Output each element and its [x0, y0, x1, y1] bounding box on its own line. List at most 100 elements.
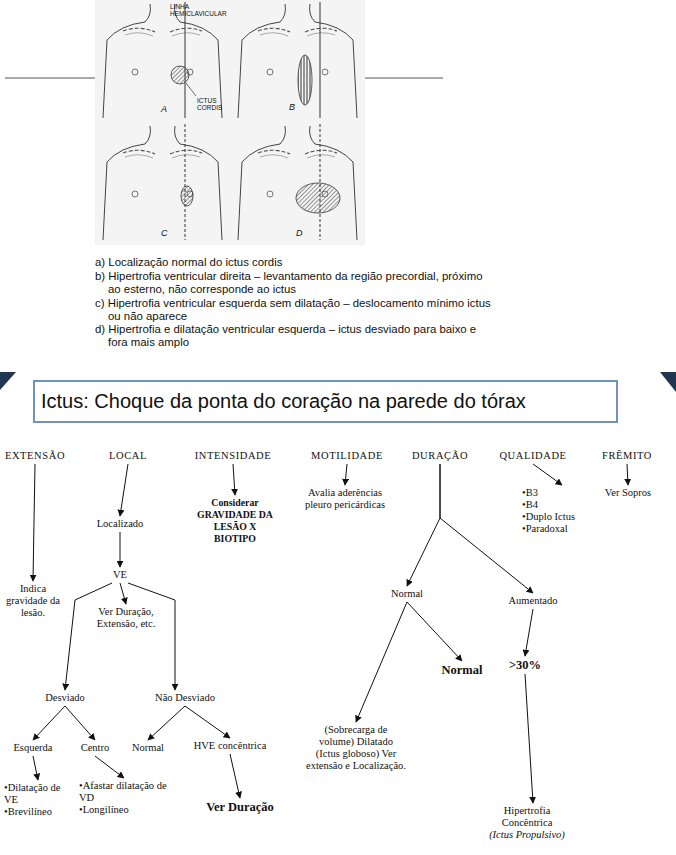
torso-b	[238, 4, 357, 118]
tree-item: HVE concêntrica	[184, 740, 276, 752]
arrow-connector	[230, 754, 240, 798]
arrow-connector	[233, 464, 235, 495]
tree-item: Não Desviado	[145, 692, 225, 704]
heading-box: Ictus: Choque da ponta do coração na par…	[33, 380, 618, 423]
ictus-spot	[298, 55, 312, 105]
ictus-spot	[296, 183, 340, 213]
tree-text: (Sobrecarga de volume) Dilatado (Ictus g…	[306, 724, 406, 772]
tree-text: Centro	[71, 742, 119, 754]
tree-text: •B4	[522, 499, 602, 511]
figure-label: LINHA HEMICLAVICULAR	[170, 3, 230, 17]
arrow-connector	[33, 464, 35, 581]
category-heading: DURAÇÃO	[405, 450, 475, 462]
arrow-connector	[65, 583, 112, 690]
tree-text: Ver Duração, Extensão, etc.	[89, 606, 163, 630]
tree-text: •B3	[522, 487, 602, 499]
panel-letter: D	[296, 228, 310, 238]
tree-text: (Ictus Propulsivo)	[482, 829, 572, 841]
tree-item: Centro	[71, 742, 119, 754]
torso-c	[103, 126, 222, 240]
arrow-connector	[95, 756, 124, 778]
ictus-spot	[171, 66, 189, 84]
tree-text: Não Desviado	[145, 692, 225, 704]
tree-text: Localizado	[85, 518, 155, 530]
arrow-connector	[120, 583, 126, 604]
hemiclavicular-line	[320, 124, 321, 240]
tree-text: Esquerda	[4, 742, 62, 754]
caption-item: b) Hipertrofia ventricular direita – lev…	[95, 270, 498, 296]
tree-text: EXTENSÃO	[0, 450, 70, 462]
tree-text: Normal	[382, 588, 432, 600]
tree-item: Desviado	[35, 692, 95, 704]
tree-item: VE	[105, 569, 135, 581]
tree-text: Avalia aderências pleuro pericárdicas	[304, 487, 386, 511]
panel-letter: C	[161, 228, 175, 238]
tree-text: •Afastar dilatação de VD	[79, 780, 169, 804]
tree-item: Avalia aderências pleuro pericárdicas	[304, 487, 386, 511]
arrow-connector	[440, 464, 533, 593]
arrow-connector	[33, 706, 65, 740]
rule	[5, 78, 95, 79]
arrow-connector	[407, 464, 440, 586]
tree-text: Desviado	[35, 692, 95, 704]
arrow-connector	[525, 609, 533, 656]
corner-mark	[0, 372, 16, 390]
tree-item: •Dilatação de VE•Brevilíneo	[4, 782, 72, 818]
hemiclavicular-line	[185, 2, 186, 118]
tree-item: Aumentado	[498, 595, 568, 607]
arrow-connector	[533, 464, 562, 485]
tree-item: Localizado	[85, 518, 155, 530]
tree-item: •B3•B4•Duplo Ictus•Paradoxal	[522, 487, 602, 535]
tree-text: VE	[105, 569, 135, 581]
caption-item: d) Hipertrofia e dilatação ventricular e…	[95, 323, 498, 349]
tree-text: •Paradoxal	[522, 523, 602, 535]
arrow-connector	[120, 464, 128, 516]
leader-line	[186, 83, 196, 96]
arrow-connector	[65, 706, 95, 740]
tree-text: Normal	[126, 742, 170, 754]
tree-text: LOCAL	[98, 450, 158, 462]
category-heading: FRÊMITO	[594, 450, 660, 462]
tree-text: INTENSIDADE	[187, 450, 279, 462]
tree-item: >30%	[503, 658, 547, 672]
arrow-connector	[148, 706, 185, 740]
tree-text: •Duplo Ictus	[522, 511, 602, 523]
tree-text: MOTILIDADE	[304, 450, 390, 462]
hemiclavicular-line	[185, 124, 186, 240]
arrow-connector	[185, 706, 230, 738]
tree-text: Ver Sopros	[596, 487, 660, 499]
tree-item: Hipertrofia Concêntrica(Ictus Propulsivo…	[482, 805, 572, 841]
caption-item: a) Localização normal do ictus cordis	[95, 256, 498, 269]
tree-item: Normal	[436, 663, 488, 677]
arrow-connector	[525, 674, 533, 803]
category-heading: MOTILIDADE	[304, 450, 390, 462]
category-heading: EXTENSÃO	[0, 450, 70, 462]
tree-item: Ver Duração	[200, 800, 280, 814]
tree-text: Ver Duração	[200, 800, 280, 814]
tree-text: •Longilíneo	[79, 804, 169, 816]
category-heading: QUALIDADE	[491, 450, 575, 462]
tree-text: •Dilatação de VE	[4, 782, 72, 806]
panel-letter: A	[161, 104, 175, 114]
tree-text: Considerar GRAVIDADE DA LESÃO X BIOTIPO	[194, 497, 276, 545]
tree-text: Normal	[436, 663, 488, 677]
tree-item: Indica gravidade da lesão.	[3, 583, 63, 619]
torso-d	[238, 126, 357, 240]
tree-item: Ver Duração, Extensão, etc.	[89, 606, 163, 630]
tree-text: QUALIDADE	[491, 450, 575, 462]
category-heading: LOCAL	[98, 450, 158, 462]
tree-text: >30%	[503, 658, 547, 672]
arrow-connector	[345, 464, 347, 485]
tree-item: Esquerda	[4, 742, 62, 754]
arrow-connector	[128, 583, 175, 690]
tree-text: •Brevilíneo	[4, 806, 72, 818]
figure-label: ICTUS CORDIS	[197, 97, 227, 111]
tree-item: Ver Sopros	[596, 487, 660, 499]
tree-text: Indica gravidade da lesão.	[3, 583, 63, 619]
ictus-spot	[181, 186, 193, 206]
caption-item: c) Hipertrofia ventricular esquerda sem …	[95, 297, 498, 323]
tree-item: Normal	[382, 588, 432, 600]
arrow-connector	[407, 602, 462, 661]
tree-text: DURAÇÃO	[405, 450, 475, 462]
